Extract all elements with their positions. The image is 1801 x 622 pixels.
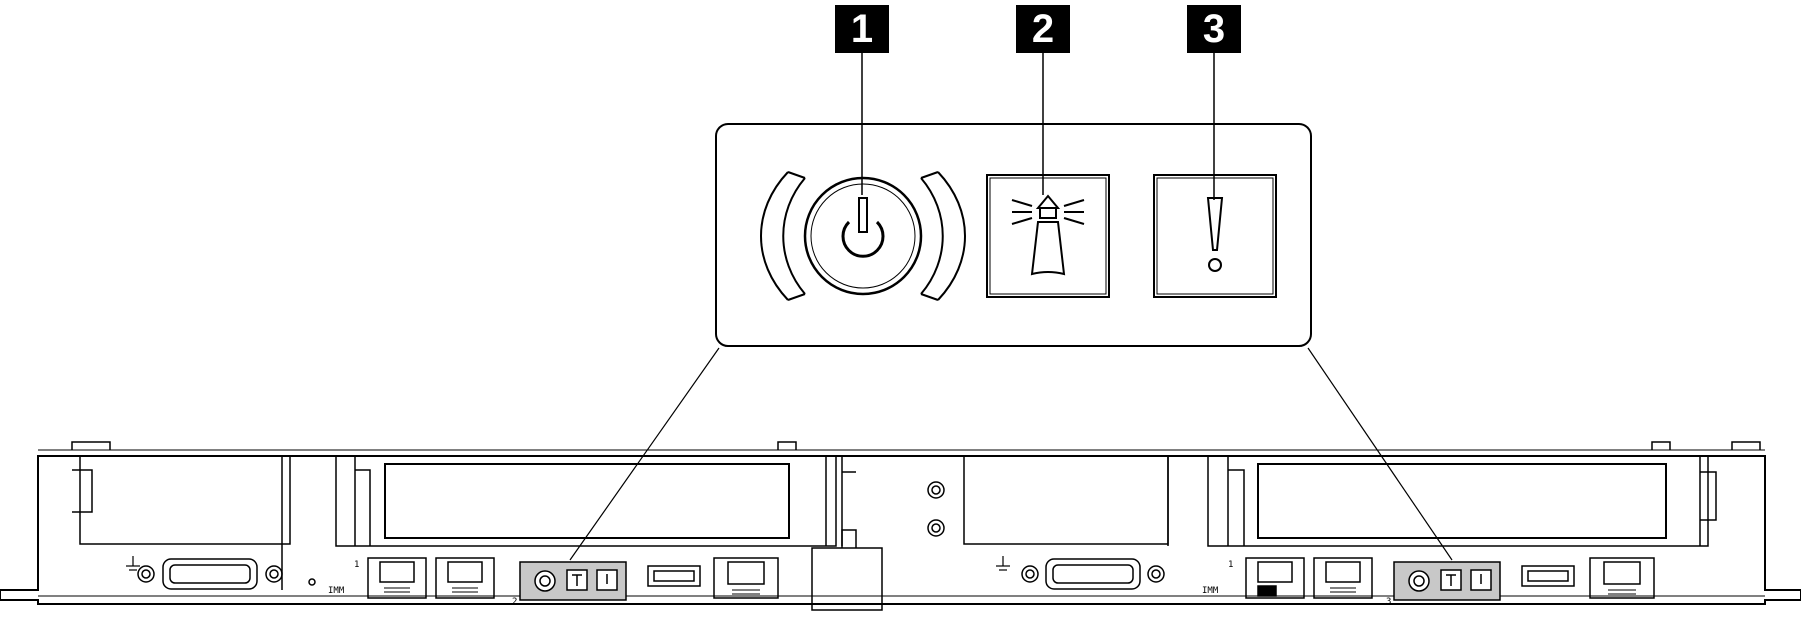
- operator-panel-left[interactable]: [519, 561, 627, 601]
- zoom-line-right: [1307, 347, 1453, 561]
- ethernet-port-left-2[interactable]: [435, 557, 495, 599]
- ground-icon: [126, 556, 140, 571]
- exclamation-icon: [1206, 197, 1224, 272]
- operator-panel-right[interactable]: [1393, 561, 1501, 601]
- identification-led: [986, 174, 1110, 298]
- left-node: IMM 1 2: [72, 455, 837, 607]
- operator-panel-detail: [715, 123, 1312, 347]
- imm-label-right: IMM: [1202, 586, 1219, 596]
- serial-port-left[interactable]: [137, 558, 283, 590]
- center-connector: [811, 547, 883, 611]
- callout-2: 2: [1016, 5, 1070, 53]
- lighthouse-icon: [1011, 194, 1085, 276]
- ethernet-port-left-1[interactable]: [367, 557, 427, 599]
- power-button[interactable]: [760, 171, 966, 301]
- management-port-right[interactable]: [1589, 557, 1655, 599]
- callout-3: 3: [1187, 5, 1241, 53]
- status-pinhole: [308, 578, 316, 586]
- port-label-left-2: 2: [512, 597, 517, 607]
- callout-1: 1: [835, 5, 889, 53]
- management-port-left[interactable]: [713, 557, 779, 599]
- chassis-rear-view: IMM 1 2: [0, 441, 1801, 611]
- usb-port-left[interactable]: [647, 565, 701, 587]
- serial-port-right[interactable]: [1021, 558, 1165, 590]
- center-section: [811, 456, 945, 611]
- ground-icon-right: [996, 556, 1010, 571]
- usb-port-right[interactable]: [1521, 565, 1575, 587]
- ethernet-port-right-2[interactable]: [1313, 557, 1373, 599]
- port-label-right-1: 1: [1228, 560, 1233, 570]
- port-label-left-1: 1: [354, 560, 359, 570]
- power-icon: [841, 197, 885, 258]
- port-label-right-3: 3: [1386, 597, 1391, 607]
- right-node: IMM 1 3: [963, 455, 1717, 607]
- system-error-led: [1153, 174, 1277, 298]
- imm-label-left: IMM: [328, 586, 345, 596]
- ethernet-port-right-1[interactable]: [1245, 557, 1305, 599]
- zoom-line-left: [569, 347, 720, 561]
